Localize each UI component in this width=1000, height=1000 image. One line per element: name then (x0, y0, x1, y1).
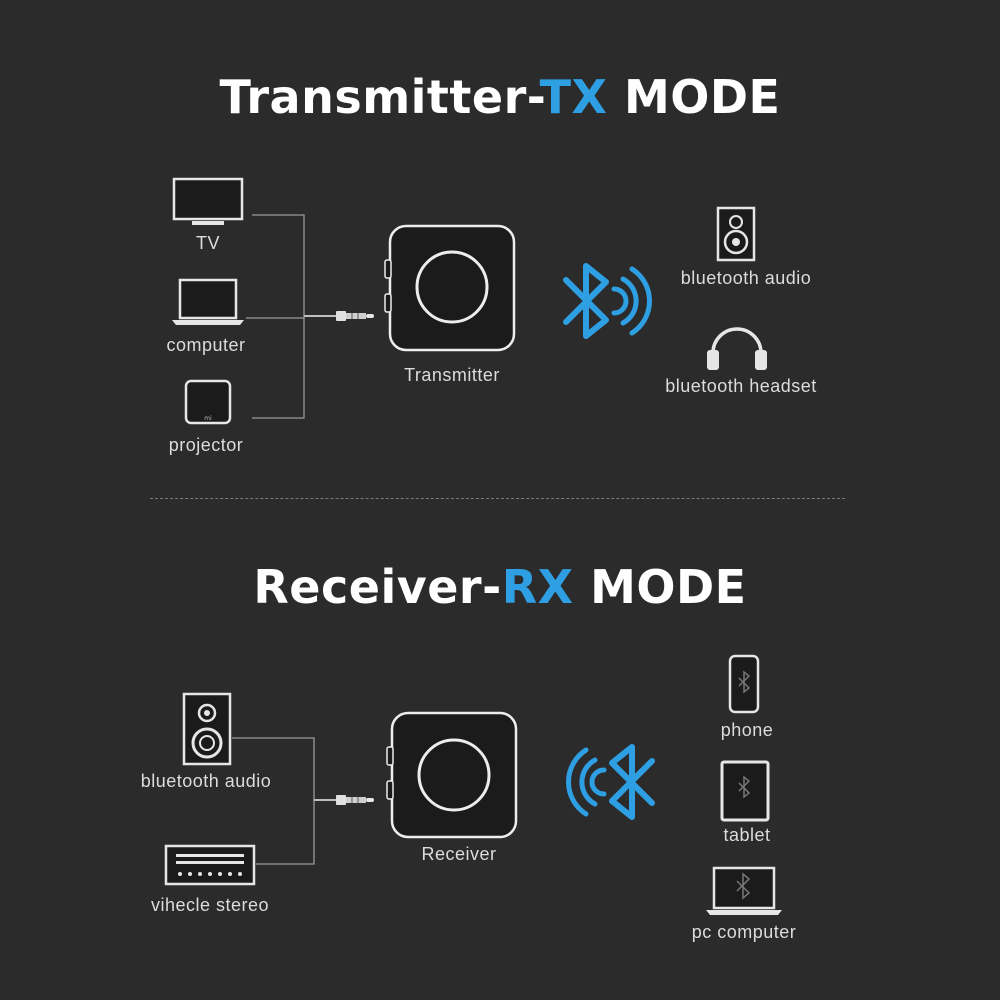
projector-icon: mi (184, 379, 232, 425)
receiver-label: Receiver (421, 844, 497, 864)
rx-mode-title: Receiver-RX MODE (253, 560, 747, 614)
tv-icon (172, 177, 244, 225)
tx-source-label-computer: computer (166, 335, 246, 355)
rx-output-label-bluetooth-audio: bluetooth audio (140, 771, 272, 791)
rx-title-accent: RX (501, 560, 574, 614)
rx-output-label-vehicle-stereo: vihecle stereo (150, 895, 270, 915)
phone-icon (728, 654, 760, 714)
speaker-icon (182, 692, 232, 766)
bluetooth-receive-icon (566, 744, 655, 820)
tx-output-label-bluetooth-headset: bluetooth headset (665, 376, 817, 396)
laptop-icon (706, 866, 782, 915)
rx-source-label-pc-computer: pc computer (691, 922, 797, 942)
bluetooth-broadcast-icon (563, 263, 652, 339)
tx-output-label-bluetooth-audio: bluetooth audio (680, 268, 812, 288)
receiver-device (386, 711, 518, 839)
tx-source-label-projector: projector (168, 435, 244, 455)
tablet-icon (720, 760, 770, 822)
tx-mode-title: Transmitter-TX MODE (219, 70, 781, 124)
rx-source-label-phone: phone (720, 720, 774, 740)
rx-source-label-tablet: tablet (723, 825, 771, 845)
headphones-icon (707, 327, 767, 370)
tx-connector-lines (246, 214, 305, 419)
svg-text:mi: mi (204, 415, 212, 422)
transmitter-device (384, 224, 516, 352)
tx-audio-plug (304, 311, 374, 321)
rx-audio-plug (314, 795, 374, 805)
section-divider (150, 498, 845, 499)
laptop-icon (172, 278, 244, 325)
tx-title-accent: TX (539, 70, 608, 124)
tx-source-label-tv: TV (195, 233, 221, 253)
speaker-icon (716, 206, 756, 262)
transmitter-label: Transmitter (404, 365, 500, 385)
car-stereo-icon (164, 844, 256, 886)
